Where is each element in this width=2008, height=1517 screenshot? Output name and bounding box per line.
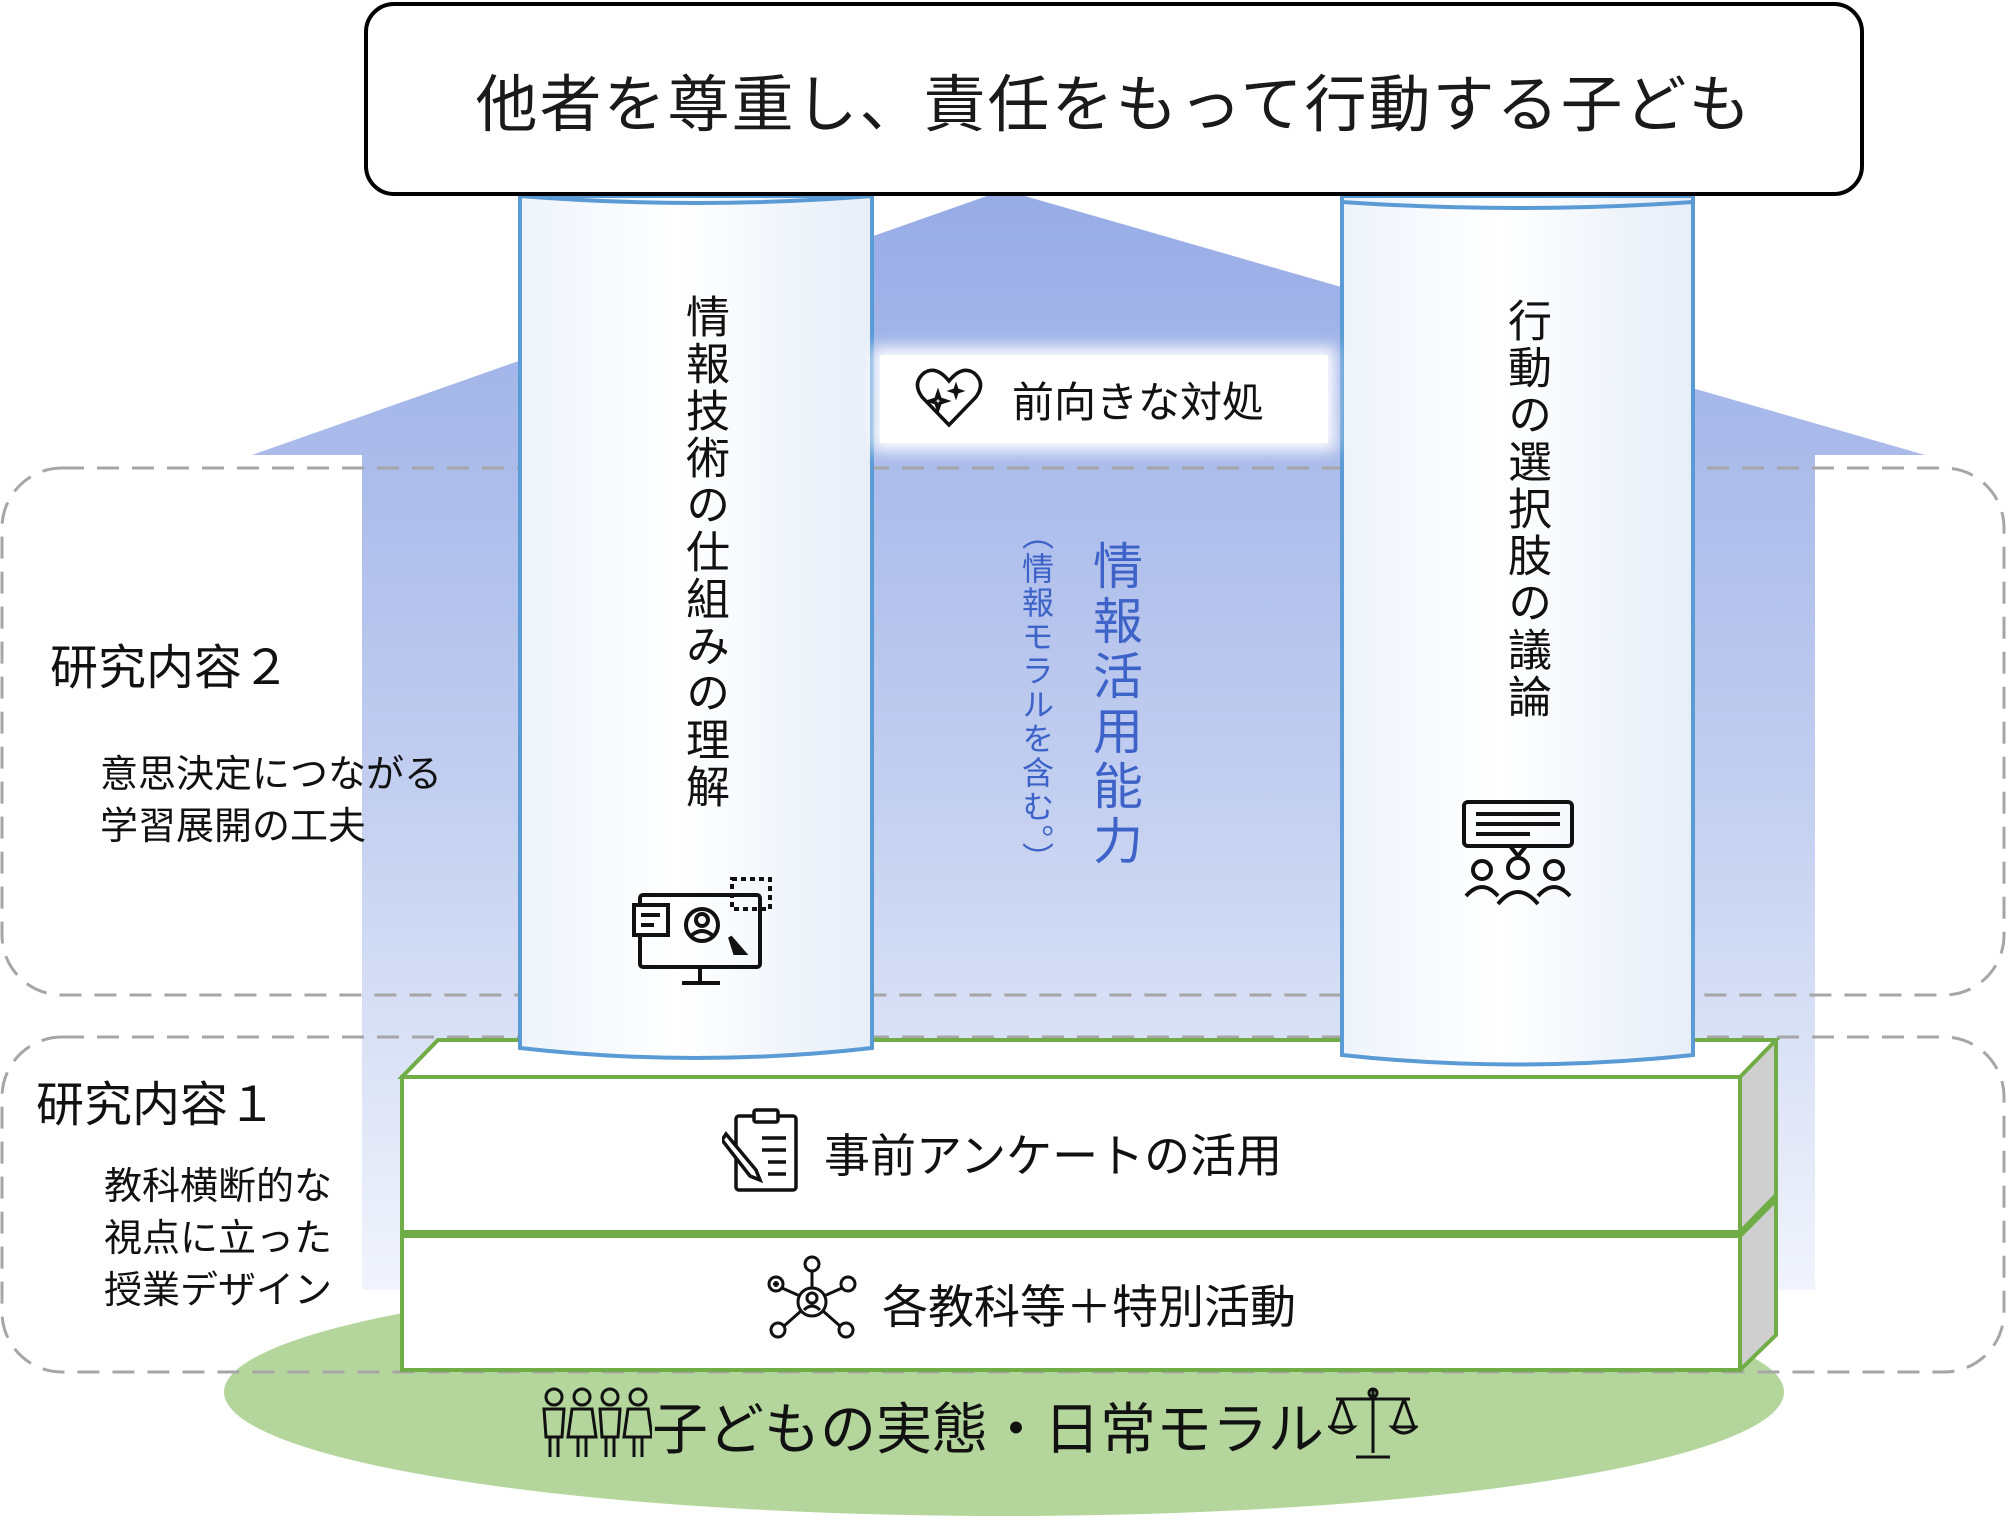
- research2-desc-line1: 意思決定につながる: [100, 752, 443, 796]
- lower-tier-content: 各教科等＋特別活動: [764, 1254, 1296, 1354]
- left-pillar-label: 情報技術の仕組みの理解: [678, 294, 729, 811]
- coping-label: 前向きな対処: [1012, 377, 1265, 427]
- right-pillar-label: 行動の選択肢の議論: [1500, 298, 1551, 721]
- group-discussion-icon: [1460, 800, 1576, 914]
- coping-label-box: 前向きな対処: [880, 355, 1328, 443]
- research2-heading: 研究内容２: [50, 640, 291, 696]
- research1-desc-line3: 授業デザイン: [104, 1268, 333, 1312]
- research1-desc-line2: 視点に立った: [104, 1216, 333, 1260]
- center-sub-label: （情報モラルを含む。）: [1017, 518, 1055, 876]
- computer-user-icon: [632, 875, 776, 994]
- upper-tier-content: 事前アンケートの活用: [719, 1108, 1283, 1198]
- network-people-icon: [764, 1254, 860, 1354]
- lower-tier-block: [400, 1195, 1778, 1372]
- right-pillar: [1340, 194, 1695, 1067]
- research2-desc: 意思決定につながる 学習展開の工夫: [100, 748, 442, 852]
- lower-tier-label: 各教科等＋特別活動: [882, 1280, 1296, 1334]
- foundation-label: 子どもの実態・日常モラル: [652, 1397, 1324, 1463]
- foundation-row: 子どもの実態・日常モラル: [540, 1383, 1420, 1467]
- clipboard-pencil-icon: [719, 1108, 802, 1198]
- research2-region: [0, 466, 2006, 997]
- research1-desc: 教科横断的な 視点に立った 授業デザイン: [104, 1160, 332, 1316]
- goal-text: 他者を尊重し、責任をもって行動する子ども: [475, 68, 1753, 141]
- sparkle-heart-icon: [914, 365, 984, 433]
- center-main-label: 情報活用能力: [1085, 540, 1143, 870]
- goal-box: 他者を尊重し、責任をもって行動する子ども: [364, 2, 1864, 196]
- research2-desc-line2: 学習展開の工夫: [100, 804, 367, 848]
- balance-scale-icon: [1326, 1383, 1420, 1467]
- upper-tier-label: 事前アンケートの活用: [824, 1129, 1283, 1183]
- children-group-icon: [540, 1385, 654, 1465]
- left-pillar: [518, 194, 874, 1060]
- research1-desc-line1: 教科横断的な: [104, 1164, 333, 1208]
- research1-heading: 研究内容１: [36, 1077, 277, 1133]
